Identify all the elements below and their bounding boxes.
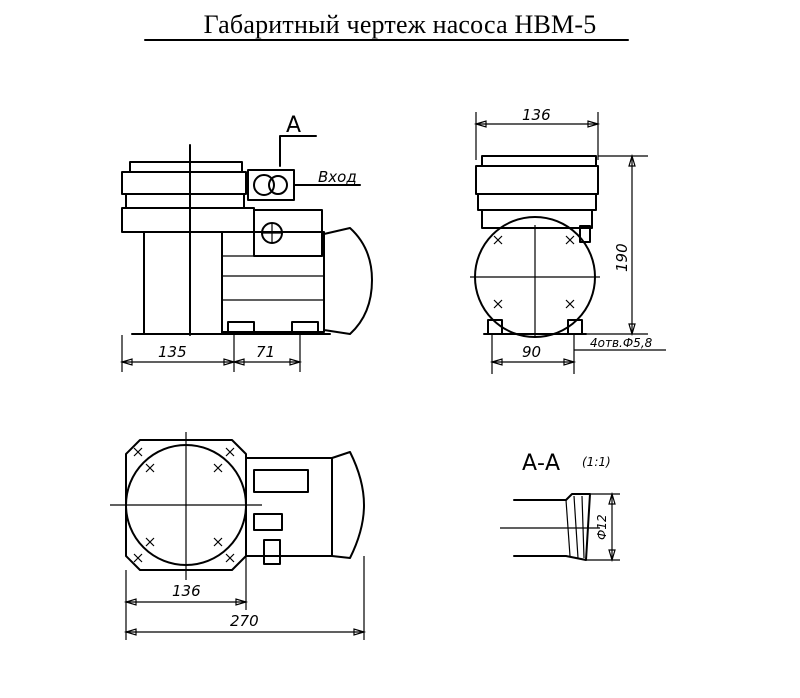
page-title: Габаритный чертеж насоса НВМ-5 bbox=[203, 10, 597, 39]
dim-front-135: 135 bbox=[158, 343, 187, 361]
section-mark-a: A bbox=[286, 113, 301, 138]
inlet-label: Вход bbox=[318, 168, 357, 186]
dim-side-190: 190 bbox=[613, 243, 631, 272]
dim-side-136: 136 bbox=[522, 106, 551, 124]
front-view bbox=[119, 135, 373, 372]
dim-side-90: 90 bbox=[522, 343, 541, 361]
top-view bbox=[110, 432, 367, 640]
section-view bbox=[500, 491, 620, 563]
dim-top-270: 270 bbox=[230, 612, 259, 630]
side-view bbox=[470, 112, 666, 374]
section-diameter: Ф12 bbox=[595, 514, 609, 540]
dim-top-136: 136 bbox=[172, 582, 201, 600]
holes-note: 4отв.Ф5,8 bbox=[590, 336, 653, 350]
dim-front-71: 71 bbox=[256, 343, 275, 361]
section-scale: (1:1) bbox=[582, 455, 611, 469]
section-label: А-А bbox=[522, 451, 560, 476]
